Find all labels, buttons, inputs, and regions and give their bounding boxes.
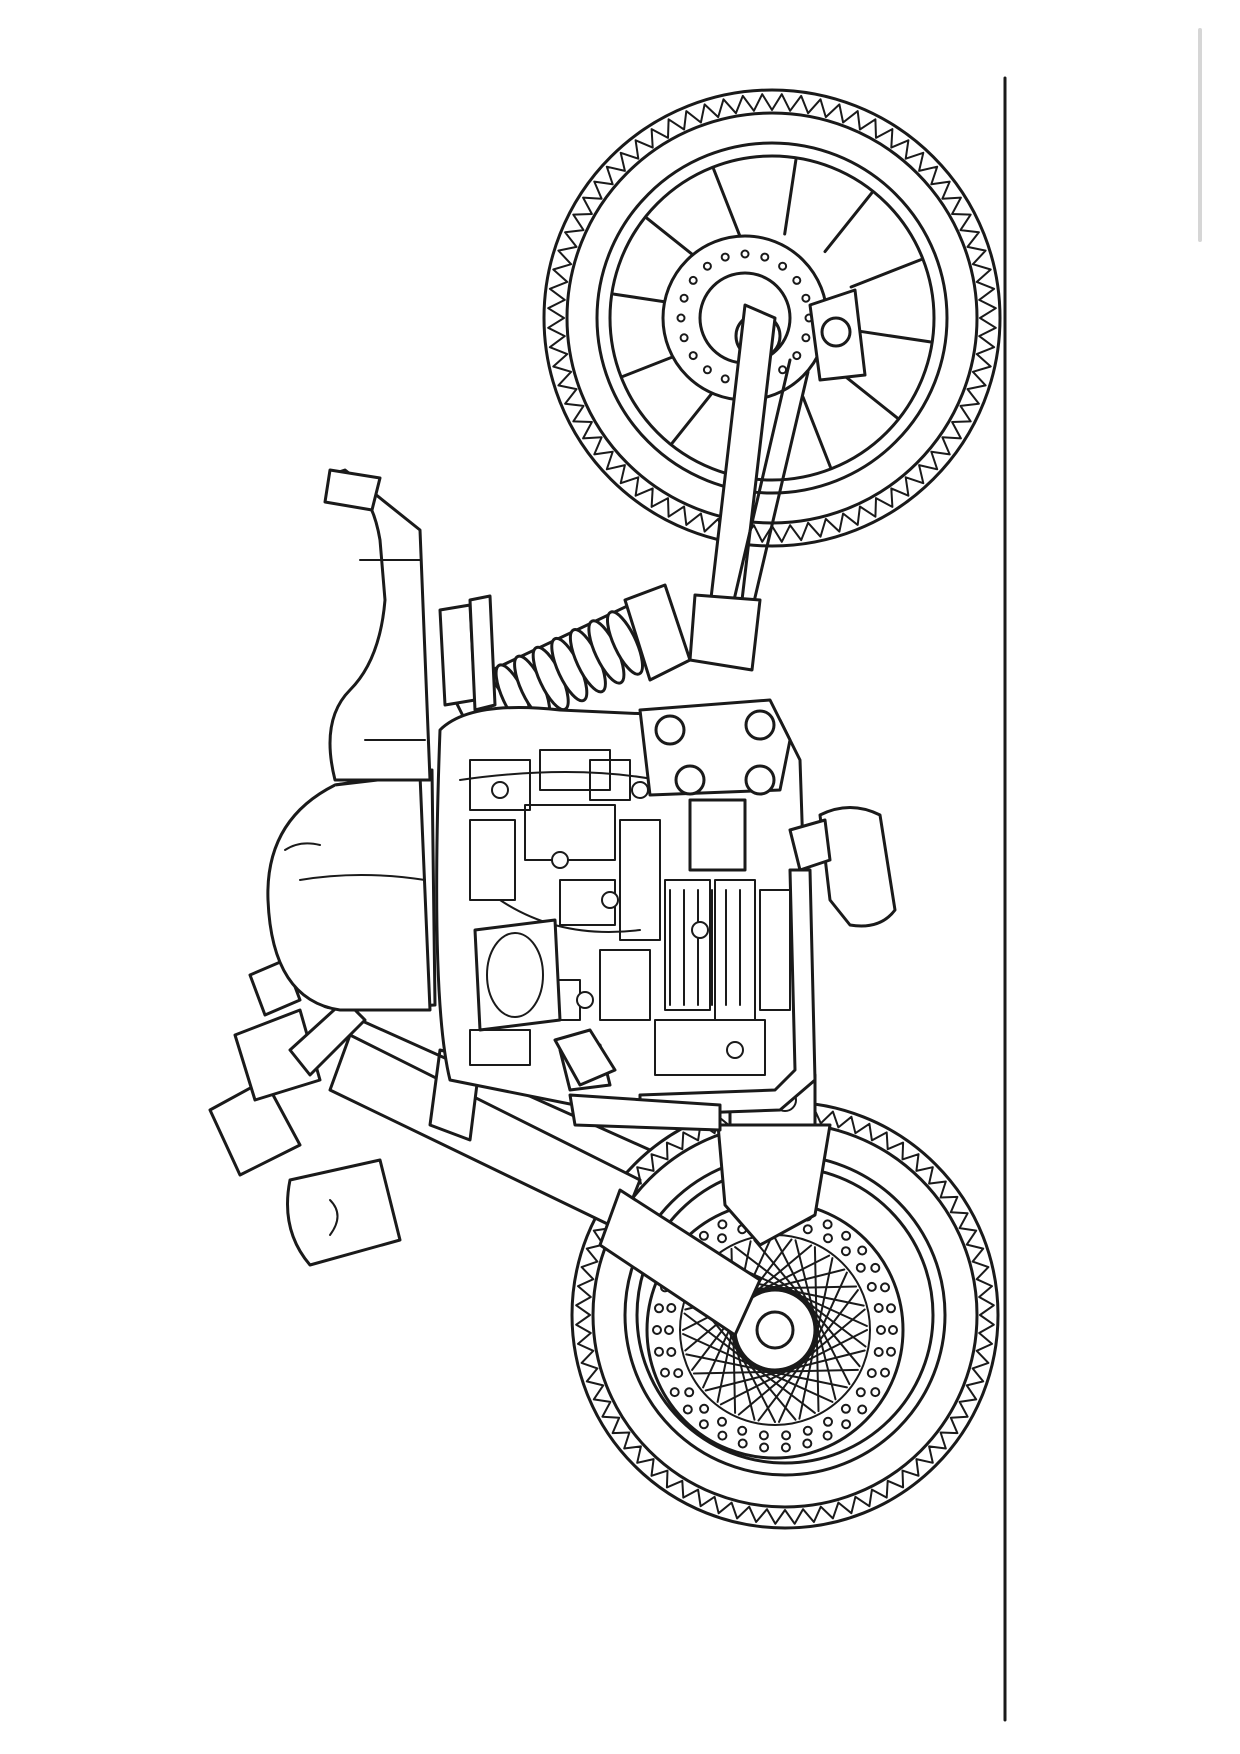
headlight: [286, 1158, 402, 1267]
engine: [435, 698, 897, 1132]
seat: [323, 468, 432, 782]
footpeg: [553, 1028, 617, 1087]
swing-arm: [688, 303, 810, 672]
fuel-tank: [266, 768, 437, 1012]
